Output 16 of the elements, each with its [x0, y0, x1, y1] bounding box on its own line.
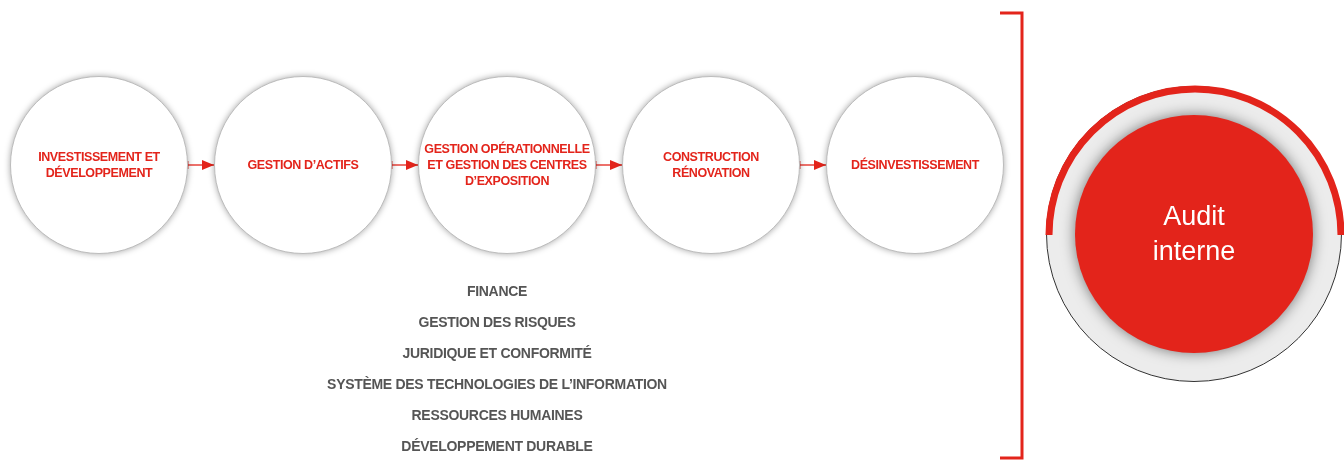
support-function-label: FINANCE — [466, 282, 528, 301]
support-function-label: DÉVELOPPEMENT DURABLE — [401, 437, 593, 456]
step-label: CONSTRUCTION RÉNOVATION — [662, 148, 760, 182]
support-function-label: GESTION DES RISQUES — [418, 313, 576, 332]
arrow — [187, 160, 215, 170]
support-function-label: SYSTÈME DES TECHNOLOGIES DE L’INFORMATION — [327, 375, 667, 394]
arrow — [391, 160, 419, 170]
support-function-label: JURIDIQUE ET CONFORMITÉ — [402, 344, 592, 363]
support-function-label: RESSOURCES HUMAINES — [411, 406, 583, 425]
step-label: INVESTISSEMENT ET DÉVELOPPEMENT — [37, 148, 161, 182]
audit-label: Audit interne — [1151, 199, 1237, 268]
step-label: DÉSINVESTISSEMENT — [850, 156, 981, 174]
step-label: GESTION OPÉRATIONNELLE ET GESTION DES CENTRES D’EXPOSITION — [423, 140, 591, 190]
step-label: GESTION D’ACTIFS — [246, 156, 360, 174]
arrow — [595, 160, 623, 170]
arrow — [799, 160, 827, 170]
